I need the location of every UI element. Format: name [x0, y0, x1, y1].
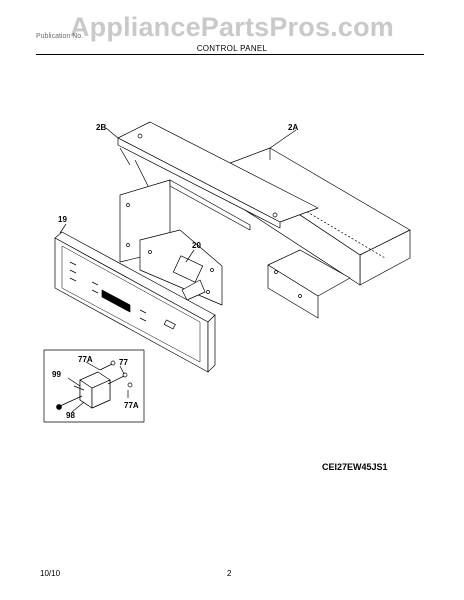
page-number: 2: [227, 569, 232, 578]
side-bracket-right: [267, 249, 351, 319]
callout-77a-top: 77A: [78, 355, 93, 364]
model-number: CEI27EW45JS1: [322, 462, 388, 472]
rear-trim-2b: [117, 121, 319, 229]
callout-2b: 2B: [96, 123, 106, 132]
front-control-panel-19: [54, 231, 216, 373]
callout-2a: 2A: [288, 123, 298, 132]
watermark-logo: AppliancePartsPros.com: [69, 12, 394, 42]
callout-20: 20: [192, 241, 201, 250]
inset-box: [43, 349, 145, 423]
header-obscured-text: Publication No.: [36, 33, 167, 40]
control-board-20: [139, 229, 223, 306]
footer-date: 10/10: [40, 569, 61, 578]
callout-77: 77: [119, 358, 128, 367]
callout-19: 19: [58, 215, 67, 224]
header-divider: [36, 54, 424, 55]
callout-99: 99: [52, 370, 61, 379]
callout-77a-bottom: 77A: [124, 401, 139, 410]
page-title: CONTROL PANEL: [196, 44, 268, 53]
callout-98: 98: [66, 411, 75, 420]
